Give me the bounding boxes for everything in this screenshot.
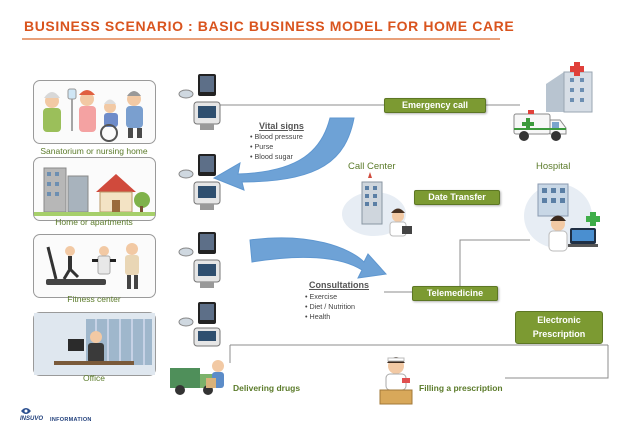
pharmacist-icon bbox=[379, 357, 413, 405]
location-box-home bbox=[33, 157, 156, 221]
office-icon bbox=[34, 313, 155, 375]
vital-signs-item: • Blood pressure bbox=[250, 132, 303, 141]
telemedicine-label: Telemedicine bbox=[412, 286, 498, 301]
delivery-truck-icon bbox=[170, 360, 224, 395]
hospital-building-icon bbox=[546, 62, 593, 113]
consultations-arrow bbox=[249, 237, 387, 279]
consultations-title: Consultations bbox=[309, 280, 369, 290]
consultations-item: • Health bbox=[305, 312, 331, 321]
fitness-icon bbox=[46, 243, 139, 289]
vital-signs-list: • Blood pressure • Purse • Blood sugar bbox=[250, 132, 303, 162]
hospital-label: Hospital bbox=[536, 161, 571, 172]
ambulance-icon bbox=[513, 110, 567, 141]
hospital-doctor-icon bbox=[524, 183, 600, 252]
data-transfer-label: Date Transfer bbox=[414, 190, 500, 205]
logo-mark-icon bbox=[21, 408, 31, 414]
location-label-home: Home or apartments bbox=[55, 217, 133, 227]
location-box-office bbox=[33, 312, 156, 376]
office-monitor-device-icon bbox=[178, 302, 221, 347]
vital-signs-item: • Blood sugar bbox=[250, 152, 293, 161]
filling-prescription-label: Filling a prescription bbox=[419, 383, 503, 393]
buildings-icon bbox=[34, 167, 155, 216]
call-center-label: Call Center bbox=[348, 161, 396, 172]
vital-signs-title: Vital signs bbox=[259, 121, 304, 131]
vital-signs-arrow bbox=[212, 117, 355, 191]
location-label-fitness: Fitness center bbox=[67, 294, 121, 304]
fitness-monitor-device-icon bbox=[178, 232, 221, 288]
electronic-prescription-line2: Prescription bbox=[532, 329, 586, 339]
elderly-people-icon bbox=[43, 88, 143, 142]
prescription-line bbox=[505, 345, 609, 379]
location-box-sanatorium bbox=[33, 80, 156, 144]
electronic-prescription-line1: Electronic bbox=[537, 315, 581, 325]
title-underline bbox=[22, 38, 500, 40]
vital-signs-item: • Purse bbox=[250, 142, 274, 151]
location-box-fitness bbox=[33, 234, 156, 298]
consultations-item: • Diet / Nutrition bbox=[305, 302, 356, 311]
location-label-sanatorium: Sanatorium or nursing home bbox=[40, 146, 148, 156]
electronic-prescription-box: Electronic Prescription bbox=[515, 311, 603, 344]
delivering-drugs-label: Delivering drugs bbox=[233, 383, 301, 393]
consultations-item: • Exercise bbox=[305, 292, 338, 301]
telemedicine-line bbox=[384, 239, 530, 293]
emergency-call-label: Emergency call bbox=[384, 98, 486, 113]
company-logo: INSUVO INFORMATION bbox=[20, 404, 91, 423]
call-center-icon bbox=[342, 172, 412, 237]
home-monitor-device-icon bbox=[178, 154, 221, 210]
vital-monitor-device-icon bbox=[178, 74, 221, 130]
page-title: BUSINESS SCENARIO : BASIC BUSINESS MODEL… bbox=[24, 18, 515, 34]
logo-sub-text: INFORMATION bbox=[50, 417, 92, 423]
location-label-office: Office bbox=[82, 373, 106, 383]
consultations-list: • Exercise • Diet / Nutrition • Health bbox=[305, 292, 355, 322]
logo-brand-text: INSUVO bbox=[20, 416, 44, 422]
